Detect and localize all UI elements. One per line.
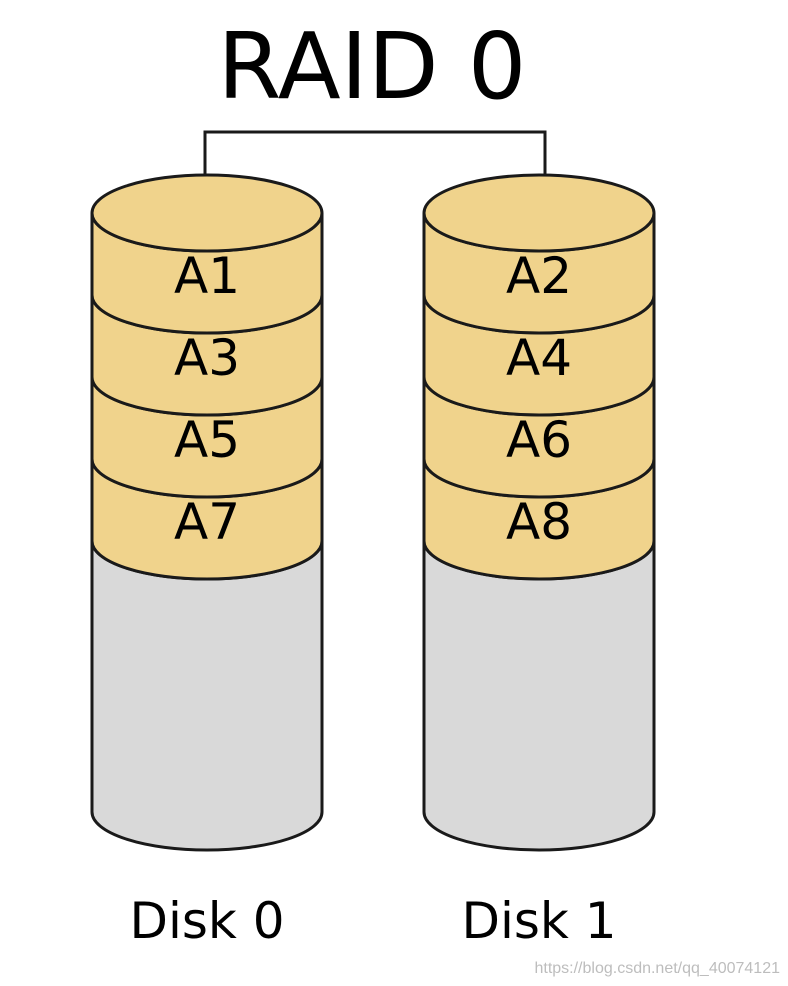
diagram-title: RAID 0 bbox=[218, 13, 527, 120]
block-label: A7 bbox=[174, 493, 240, 551]
block-label: A2 bbox=[506, 247, 572, 305]
watermark-text: https://blog.csdn.net/qq_40074121 bbox=[534, 960, 780, 977]
block-label: A1 bbox=[174, 247, 240, 305]
disk-top bbox=[90, 173, 324, 253]
disk-label: Disk 0 bbox=[129, 892, 284, 950]
block-label: A3 bbox=[174, 329, 240, 387]
block-label: A4 bbox=[506, 329, 572, 387]
empty-space bbox=[422, 540, 656, 852]
empty-space bbox=[90, 540, 324, 852]
block-label: A5 bbox=[174, 411, 240, 469]
block-label: A8 bbox=[506, 493, 572, 551]
block-label: A6 bbox=[506, 411, 572, 469]
raid-connector bbox=[203, 130, 547, 212]
disk-top bbox=[422, 173, 656, 253]
disk-label: Disk 1 bbox=[461, 892, 616, 950]
